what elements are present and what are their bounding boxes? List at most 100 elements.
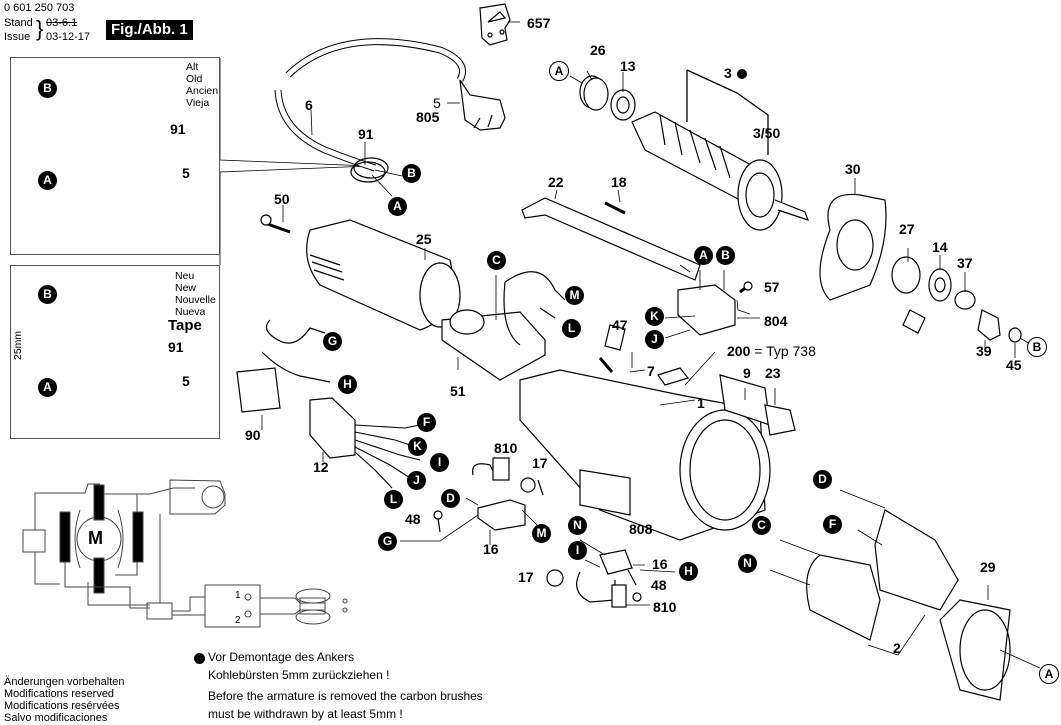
switch-terminal-1: 1 — [235, 590, 241, 601]
callout-13: 13 — [620, 58, 636, 74]
connector-c-badge: C — [752, 516, 771, 535]
callout-27: 27 — [899, 221, 915, 237]
gear-housing-drawing — [819, 178, 1031, 358]
callout-16: 16 — [483, 541, 499, 557]
callout-200: 200 = Typ 738 — [727, 344, 816, 359]
connector-f-badge: F — [417, 413, 436, 432]
note-bullet-icon — [194, 653, 205, 664]
callout-91: 91 — [170, 121, 186, 137]
note-de-line-1: Vor Demontage des Ankers — [208, 650, 355, 664]
connector-m-badge: M — [532, 524, 551, 543]
note-en-line-1: Before the armature is removed the carbo… — [208, 689, 483, 703]
callout-200-type: = Typ 738 — [754, 343, 816, 359]
callout-47: 47 — [612, 317, 628, 333]
callout-91: 91 — [168, 339, 184, 355]
switch-drawing — [664, 270, 760, 339]
callout-90: 90 — [245, 427, 261, 443]
callout-1: 1 — [697, 395, 705, 411]
callout-9: 9 — [743, 365, 751, 381]
callout-tape: Tape — [168, 317, 202, 334]
part-number: 0 601 250 703 — [4, 2, 75, 14]
lang-en: Old — [186, 73, 203, 85]
connector-a-badge: A — [38, 171, 57, 190]
switch-terminal-2: 2 — [235, 615, 241, 626]
callout-5: 5 — [182, 165, 190, 181]
issue-label: Issue — [4, 31, 31, 43]
connector-a-badge: A — [694, 246, 713, 265]
figure-label: Fig./Abb. 1 — [106, 20, 193, 40]
lang-en: New — [175, 282, 197, 294]
connector-i-badge: I — [568, 541, 587, 560]
connector-b-badge: B — [716, 246, 735, 265]
callout-91: 91 — [358, 126, 374, 142]
lang-de: Neu — [175, 270, 195, 282]
callout-3-50: 3/50 — [753, 125, 781, 141]
footer-fr: Modifications resérvées — [4, 700, 120, 712]
callout-22: 22 — [548, 174, 564, 190]
lang-fr: Nouvelle — [175, 294, 216, 306]
connector-l-badge: L — [562, 319, 581, 338]
connector-a-ref-badge: A — [1039, 664, 1059, 684]
callout-29: 29 — [980, 559, 996, 575]
connector-h-badge: H — [338, 375, 357, 394]
inset-old-lang-labels: Alt Old Ancien Vieja — [186, 61, 218, 109]
callout-48: 48 — [405, 511, 421, 527]
gear-case-drawing — [519, 324, 796, 541]
inset-new-lang-labels: Neu New Nouvelle Nueva — [175, 270, 216, 318]
connector-d-badge: D — [813, 470, 832, 489]
callout-200-number: 200 — [727, 343, 751, 359]
callout-810: 810 — [494, 440, 518, 456]
motor-symbol-label: M — [88, 528, 103, 548]
connector-b-badge: B — [402, 164, 421, 183]
callout-5: 5 — [182, 373, 190, 389]
callout-804: 804 — [764, 313, 788, 329]
note-bullet-icon — [737, 69, 747, 79]
stand-label: Stand — [4, 17, 33, 29]
callout-2: 2 — [893, 640, 901, 656]
callout-30: 30 — [845, 161, 861, 177]
callout-657: 657 — [527, 15, 551, 31]
issue-date: 03-12-17 — [46, 31, 91, 43]
brace: } — [36, 16, 44, 41]
callout-7: 7 — [647, 363, 655, 379]
callout-17: 17 — [532, 455, 548, 471]
connector-g-badge: G — [323, 332, 342, 351]
callout-18: 18 — [611, 174, 627, 190]
callout-6: 6 — [305, 97, 313, 113]
connector-k-badge: K — [408, 437, 427, 456]
brush-holder-drawing — [400, 457, 676, 608]
callout-14: 14 — [932, 239, 948, 255]
dimension-25mm: 25mm — [12, 330, 24, 360]
connector-a-ref-badge: A — [549, 61, 569, 81]
callout-48: 48 — [651, 577, 667, 593]
power-cord-drawing — [274, 3, 520, 197]
callout-5: 5 — [433, 95, 441, 111]
callout-26: 26 — [590, 42, 606, 58]
lang-es: Nueva — [175, 306, 206, 318]
armature-drawing — [569, 69, 810, 231]
electronic-module-drawing — [236, 271, 566, 430]
connector-n-badge: N — [568, 516, 587, 535]
connector-l-badge: L — [384, 490, 403, 509]
connector-f-badge: F — [823, 515, 842, 534]
connector-g-badge: G — [378, 532, 397, 551]
callout-16: 16 — [652, 556, 668, 572]
callout-51: 51 — [450, 383, 466, 399]
footer-en: Modifications reserved — [4, 688, 115, 700]
connector-b-badge: B — [38, 285, 57, 304]
callout-23: 23 — [765, 365, 781, 381]
stand-date: 03-6.1 — [46, 17, 78, 29]
field-coil-drawing — [769, 489, 1041, 701]
footer-de: Änderungen vorbehalten — [4, 676, 125, 688]
connector-b-ref-badge: B — [1027, 337, 1047, 357]
lang-fr: Ancien — [186, 85, 219, 97]
callout-25: 25 — [416, 231, 432, 247]
connector-h-badge: H — [679, 562, 698, 581]
connector-b-badge: B — [38, 79, 57, 98]
callout-3: 3 — [724, 65, 732, 81]
connector-j-badge: J — [645, 330, 664, 349]
connector-c-badge: C — [487, 251, 506, 270]
callout-808: 808 — [629, 521, 653, 537]
connector-a-badge: A — [38, 378, 57, 397]
note-de-line-2: Kohlebürsten 5mm zurückziehen ! — [208, 668, 390, 682]
